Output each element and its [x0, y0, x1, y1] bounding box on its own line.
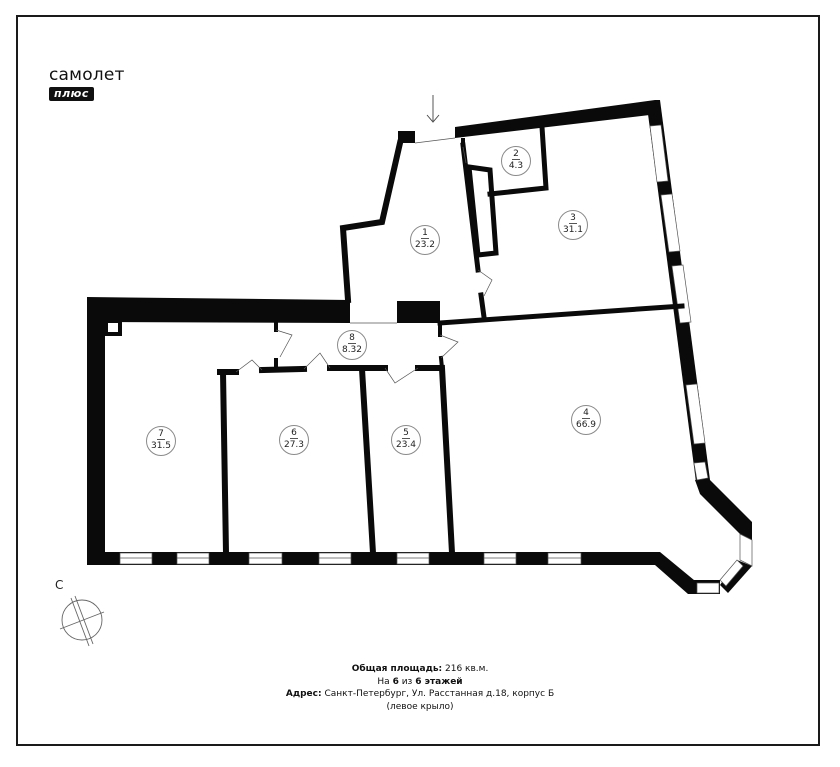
windows — [119, 124, 753, 594]
room-number: 3 — [569, 213, 577, 224]
total-area-label: Общая площадь: — [351, 664, 443, 674]
address-value: Санкт-Петербург, Ул. Расстанная д.18, ко… — [324, 689, 555, 699]
brand-logo: самолет плюс — [49, 66, 125, 102]
room-label-8: 8 8.32 — [337, 330, 367, 360]
room-area: 23.2 — [414, 240, 436, 250]
floor-total: 6 этажей — [415, 676, 463, 687]
room-number: 5 — [402, 428, 410, 439]
room-number: 4 — [582, 408, 590, 419]
room-number: 8 — [348, 333, 356, 344]
room-area: 31.1 — [562, 225, 584, 235]
room-area: 23.4 — [395, 440, 417, 450]
apartment-info: Общая площадь: 216 кв.м. На 6 из 6 этаже… — [0, 663, 840, 713]
address-note: (левое крыло) — [386, 701, 454, 712]
room-number: 6 — [290, 428, 298, 439]
compass-north-label: С — [55, 578, 64, 592]
floor-prefix: На — [377, 676, 390, 687]
room-label-4: 4 66.9 — [571, 405, 601, 435]
room-number: 7 — [157, 429, 165, 440]
address-label: Адрес: — [285, 689, 322, 699]
room-number: 2 — [512, 149, 520, 160]
outer-walls — [87, 100, 752, 594]
room-label-2: 2 4.3 — [501, 146, 531, 176]
floor-current: 6 — [392, 676, 399, 687]
brand-sub-badge: плюс — [49, 87, 94, 101]
room-number: 1 — [421, 228, 429, 239]
room-label-3: 3 31.1 — [558, 210, 588, 240]
room-label-6: 6 27.3 — [279, 425, 309, 455]
room-label-5: 5 23.4 — [391, 425, 421, 455]
room-area: 8.32 — [341, 345, 363, 355]
total-area-line: Общая площадь: 216 кв.м. — [0, 663, 840, 676]
room-area: 4.3 — [508, 161, 524, 171]
room-area: 66.9 — [575, 420, 597, 430]
floor-line: На 6 из 6 этажей — [0, 676, 840, 689]
floor-middle: из — [401, 676, 413, 687]
room-area: 27.3 — [283, 440, 305, 450]
room-label-1: 1 23.2 — [410, 225, 440, 255]
room-label-7: 7 31.5 — [146, 426, 176, 456]
total-area-value: 216 кв.м. — [445, 664, 489, 674]
doors — [235, 137, 493, 384]
brand-name: самолет — [49, 65, 125, 85]
compass-icon — [59, 595, 105, 647]
interior-walls — [217, 124, 685, 557]
address-line: Адрес: Санкт-Петербург, Ул. Расстанная д… — [0, 688, 840, 701]
entrance-arrow-icon — [426, 95, 440, 123]
room-area: 31.5 — [150, 441, 172, 451]
